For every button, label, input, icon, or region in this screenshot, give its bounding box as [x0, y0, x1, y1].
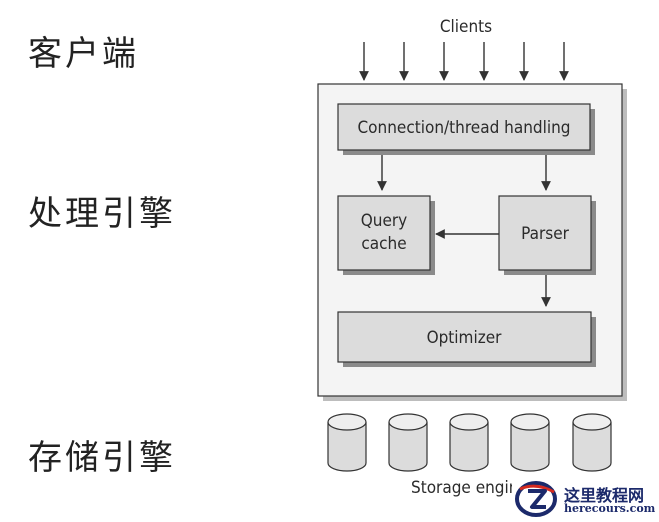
query-cache-label-line1: Query	[361, 211, 407, 231]
storage-cylinder-icon	[510, 413, 550, 472]
storage-engines	[327, 413, 612, 472]
storage-layer-label: 存储引擎	[28, 438, 176, 478]
watermark-title: 这里教程网	[564, 486, 645, 505]
connection-label: Connection/thread handling	[357, 118, 570, 138]
client-arrows	[359, 42, 569, 81]
internal-arrows	[377, 155, 551, 307]
storage-cylinder-icon	[449, 413, 489, 472]
optimizer-label: Optimizer	[427, 328, 503, 348]
watermark-url: herecours.com	[564, 502, 656, 515]
watermark-logo-icon	[515, 481, 557, 517]
connection-box	[337, 103, 591, 151]
storage-cylinder-icon	[327, 413, 367, 472]
processing-layer-label: 处理引擎	[28, 194, 176, 234]
optimizer-box	[337, 311, 592, 363]
storage-cylinder-icon	[388, 413, 428, 472]
storage-cylinder-icon	[572, 413, 612, 472]
clients-label: Clients	[440, 17, 492, 37]
query-cache-label-line2: cache	[361, 234, 406, 254]
storage-engine-label: Storage engin	[411, 478, 518, 498]
parser-box	[498, 195, 592, 271]
query-cache-box	[337, 195, 431, 271]
client-layer-label: 客户端	[28, 34, 139, 74]
parser-label: Parser	[521, 224, 569, 244]
watermark: 这里教程网 herecours.com	[512, 478, 658, 520]
